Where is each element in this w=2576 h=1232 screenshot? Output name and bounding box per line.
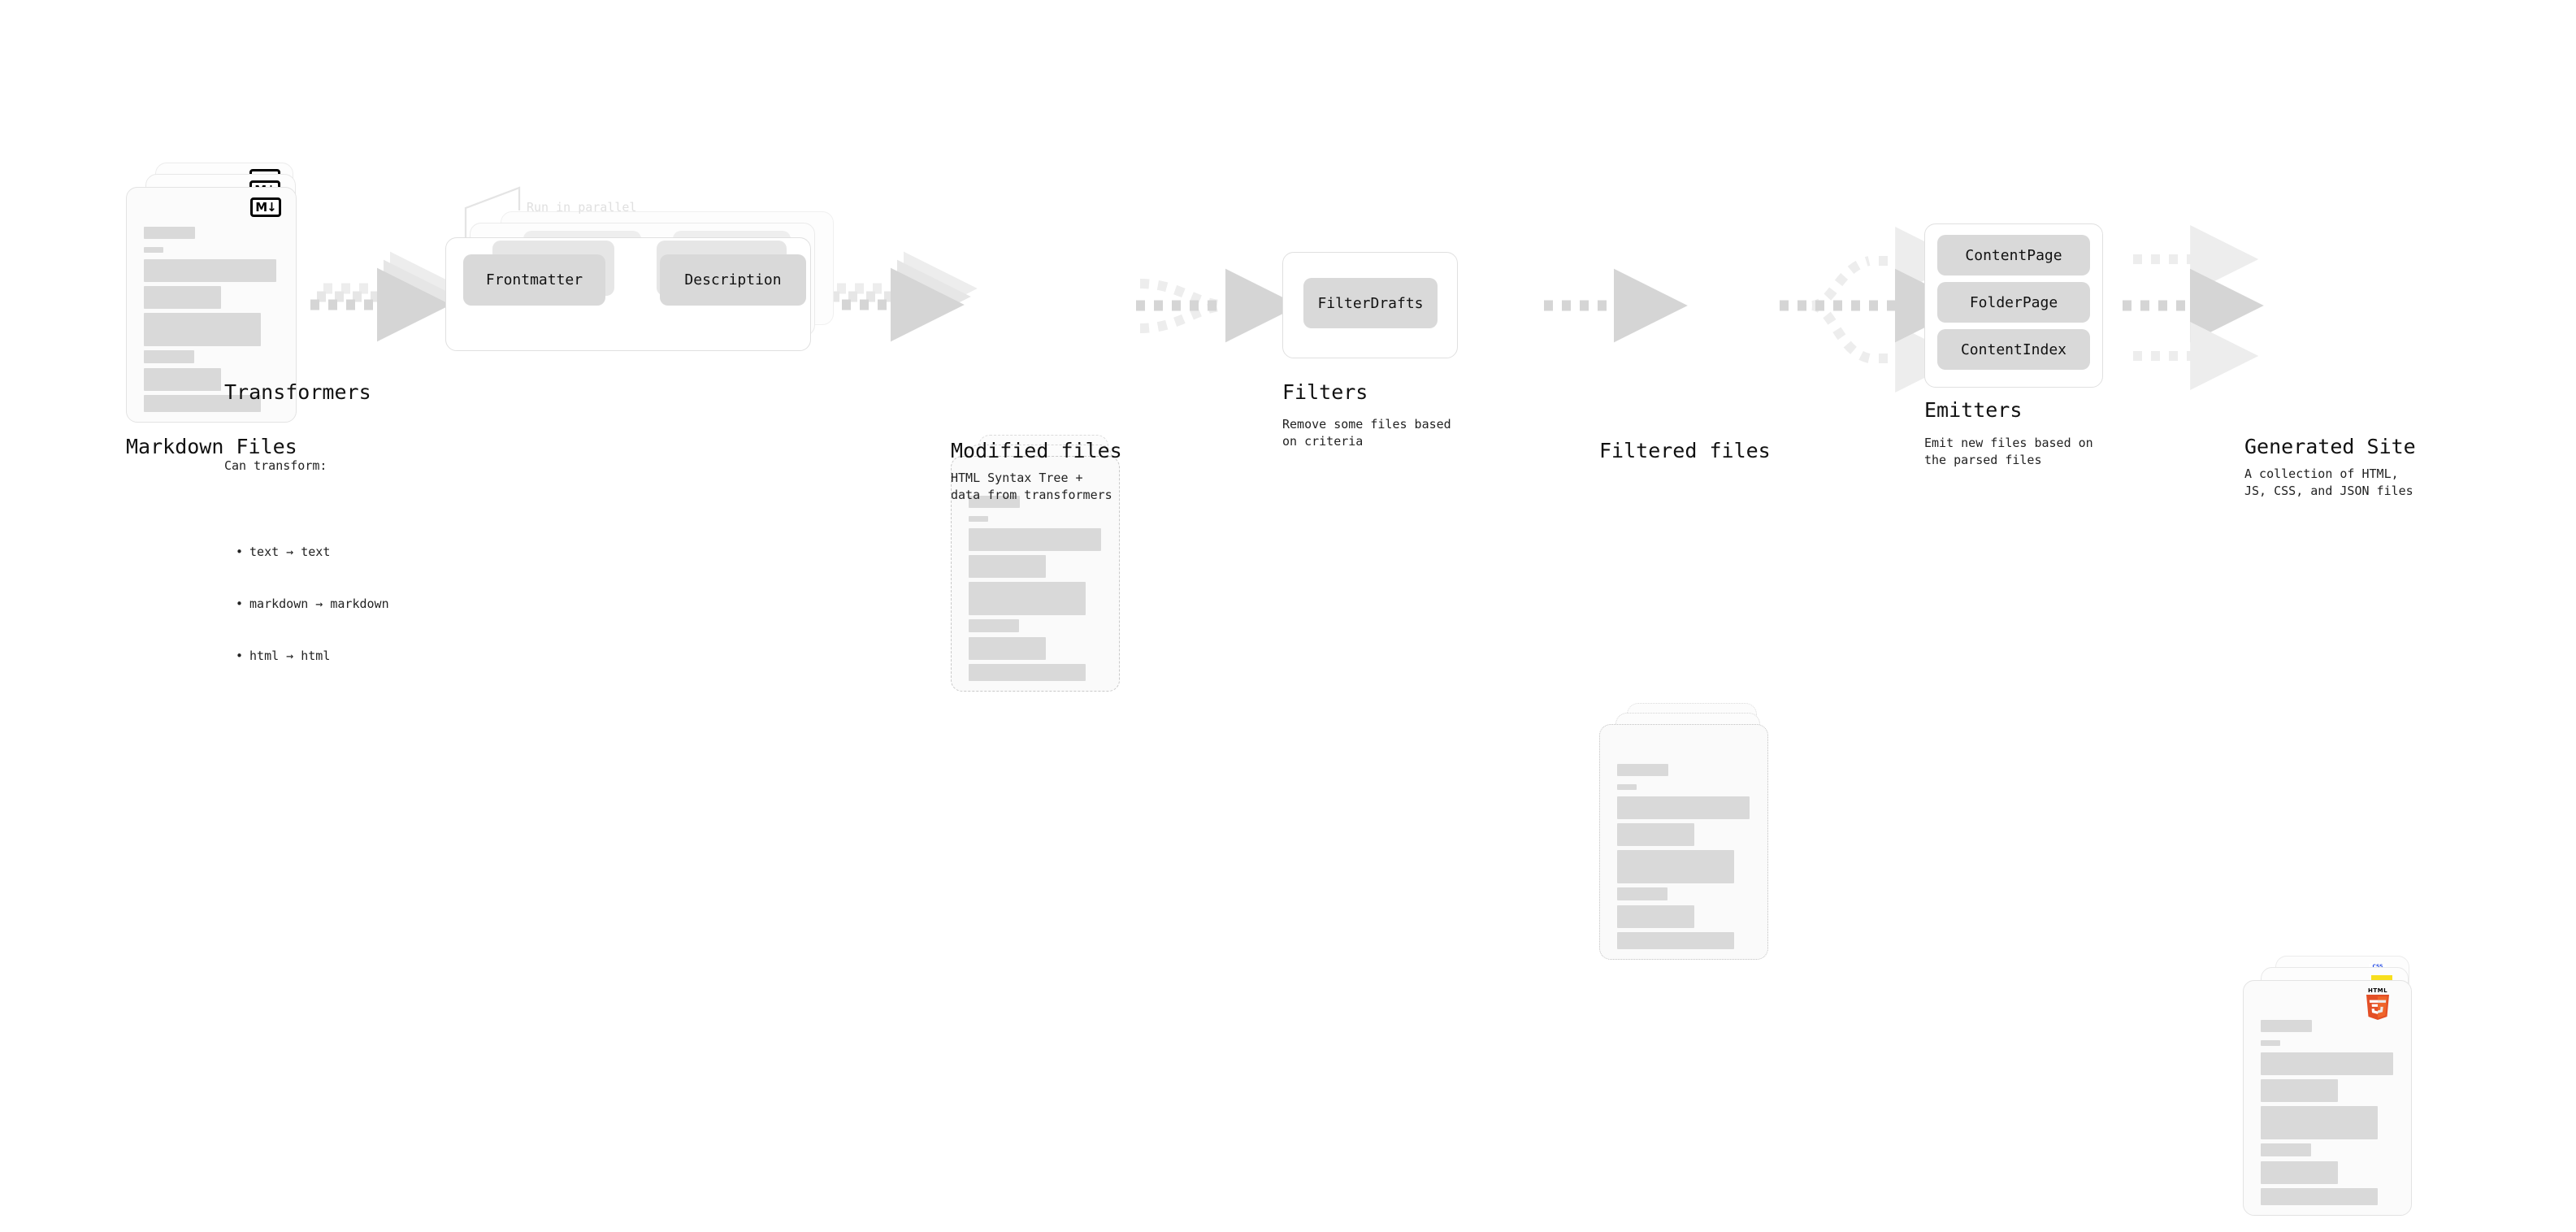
doc-line	[969, 555, 1046, 578]
modified-doc-front	[951, 456, 1120, 692]
doc-line	[1617, 905, 1694, 928]
transform-item: text → text	[236, 544, 389, 561]
filtered-doc-front	[1599, 724, 1768, 960]
doc-line	[1617, 764, 1668, 776]
doc-line	[144, 227, 195, 239]
stage-title-emitters: Emitters	[1924, 398, 2023, 422]
stage-transformers: Frontmatter Description Frontmatter Desc…	[439, 195, 861, 406]
stage-caption-transformers: Can transform: text → text markdown → ma…	[224, 423, 389, 734]
doc-line	[2261, 1143, 2311, 1156]
transform-item: html → html	[236, 648, 389, 665]
chip-frontmatter[interactable]: Frontmatter	[463, 254, 605, 306]
doc-line	[2261, 1052, 2393, 1075]
stage-title-modified-files: Modified files	[951, 439, 1122, 462]
doc-line	[1617, 784, 1637, 790]
run-in-parallel-label: Run in parallel	[527, 200, 637, 215]
stage-caption-generated-site: A collection of HTML, JS, CSS, and JSON …	[2244, 466, 2413, 499]
stage-title-filtered-files: Filtered files	[1599, 439, 1771, 462]
transform-list: text → text markdown → markdown html → h…	[224, 509, 389, 699]
stage-emitters: ContentPage FolderPage ContentIndex	[1924, 223, 2119, 390]
chip-contentindex[interactable]: ContentIndex	[1937, 329, 2090, 370]
doc-line	[969, 664, 1086, 681]
doc-line	[144, 247, 163, 253]
doc-line	[969, 516, 988, 522]
stage-caption-emitters: Emit new files based on the parsed files	[1924, 436, 2093, 468]
markdown-badge-icon: M↓	[250, 197, 281, 217]
markdown-doc-front: M↓	[126, 187, 297, 423]
doc-line	[2261, 1079, 2338, 1102]
doc-line	[144, 395, 261, 412]
doc-line	[1617, 796, 1750, 819]
stage-caption-filters: Remove some files based on criteria	[1282, 417, 1451, 449]
caption-head: Can transform:	[224, 458, 327, 473]
stage-title-filters: Filters	[1282, 380, 1368, 404]
doc-line	[2261, 1040, 2280, 1046]
stage-caption-modified-files: HTML Syntax Tree + data from transformer…	[951, 471, 1112, 503]
html5-badge-icon: HTML	[2364, 987, 2392, 1020]
pipeline-diagram: M↓ M↓ M↓ Markdown Files Frontmatter Desc…	[0, 0, 2576, 681]
stage-markdown-files: M↓ M↓ M↓	[126, 163, 337, 423]
doc-line	[969, 528, 1101, 551]
doc-line	[2261, 1106, 2378, 1139]
doc-line	[1617, 932, 1734, 949]
arrow-emitters-to-site	[2123, 225, 2264, 390]
site-doc-front: HTML	[2243, 980, 2412, 1216]
doc-line	[969, 637, 1046, 660]
doc-line	[2261, 1161, 2338, 1184]
doc-line	[1617, 887, 1667, 900]
arrow-modified-to-filters-merge	[1136, 268, 1299, 343]
doc-line	[969, 582, 1086, 615]
stage-filtered-files	[1599, 703, 1811, 971]
doc-line	[144, 350, 194, 363]
stage-filters: FilterDrafts	[1282, 252, 1461, 358]
doc-line	[969, 496, 1020, 508]
arrow-filtered-to-emitters-split	[1780, 227, 1969, 393]
doc-line	[1617, 850, 1734, 883]
stage-title-generated-site: Generated Site	[2244, 435, 2416, 458]
doc-line	[144, 286, 221, 309]
chip-filterdrafts[interactable]: FilterDrafts	[1303, 278, 1438, 328]
stage-title-transformers: Transformers	[224, 380, 371, 404]
doc-line	[2261, 1188, 2378, 1205]
stage-generated-site: CSS HTML	[2243, 956, 2470, 1232]
stage-modified-files	[951, 435, 1162, 703]
chip-contentpage[interactable]: ContentPage	[1937, 235, 2090, 275]
doc-line	[969, 619, 1019, 632]
doc-line	[2261, 1020, 2312, 1032]
chip-folderpage[interactable]: FolderPage	[1937, 282, 2090, 323]
doc-line	[144, 259, 276, 282]
doc-line	[1617, 823, 1694, 846]
transform-item: markdown → markdown	[236, 596, 389, 613]
doc-line	[144, 368, 221, 391]
chip-description[interactable]: Description	[660, 254, 806, 306]
stage-title-markdown-files: Markdown Files	[126, 435, 297, 458]
doc-line	[144, 313, 261, 346]
